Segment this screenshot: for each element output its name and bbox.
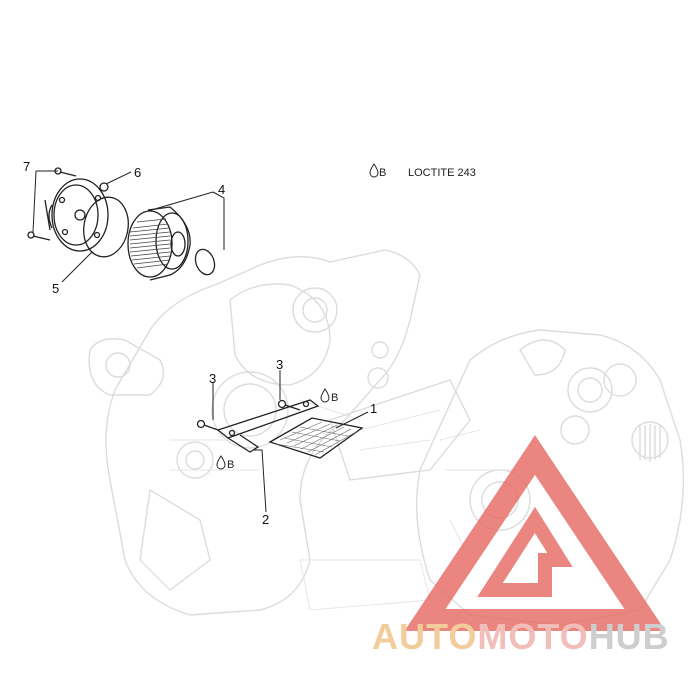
watermark-triangle (404, 435, 666, 631)
watermark-text: AUTOMOTOHUB (372, 616, 670, 657)
part-6-oring (99, 182, 109, 192)
loctite-marker-right-label: B (331, 392, 338, 404)
watermark-auto: AUTO (372, 616, 477, 657)
legend: B LOCTITE 243 (369, 163, 476, 179)
droplet-icon (369, 163, 379, 178)
callout-7: 7 (23, 159, 30, 174)
callout-1: 1 (370, 401, 377, 416)
part-3-screw-left (196, 419, 219, 431)
callout-6: 6 (134, 165, 141, 180)
part-3-screw-right (277, 399, 301, 411)
watermark-moto: MOTO (477, 616, 588, 657)
callout-2: 2 (262, 512, 269, 527)
callout-5: 5 (52, 281, 59, 296)
watermark-inner-mark (477, 506, 573, 597)
droplet-icon (216, 455, 226, 470)
loctite-marker-left: B (216, 455, 234, 471)
part-7-screws (27, 167, 77, 241)
droplet-icon (320, 388, 330, 403)
part-5-gasket (83, 196, 129, 258)
watermark-logo: AUTOMOTOHUB (372, 435, 670, 657)
crankcase-background (88, 249, 685, 626)
filter-cover (44, 178, 109, 252)
legend-text: LOCTITE 243 (408, 167, 476, 179)
part-1-filter-screen (268, 417, 364, 459)
watermark-hub: HUB (589, 616, 670, 657)
callout-4: 4 (218, 182, 225, 197)
part-4-small-oring (194, 248, 216, 276)
callout-3-right: 3 (276, 357, 283, 372)
loctite-marker-right: B (320, 388, 338, 404)
part-4-oil-filter (127, 206, 191, 281)
leader-lines (32, 170, 369, 513)
callout-3-left: 3 (209, 371, 216, 386)
legend-symbol: B (379, 167, 386, 179)
loctite-marker-left-label: B (227, 459, 234, 471)
